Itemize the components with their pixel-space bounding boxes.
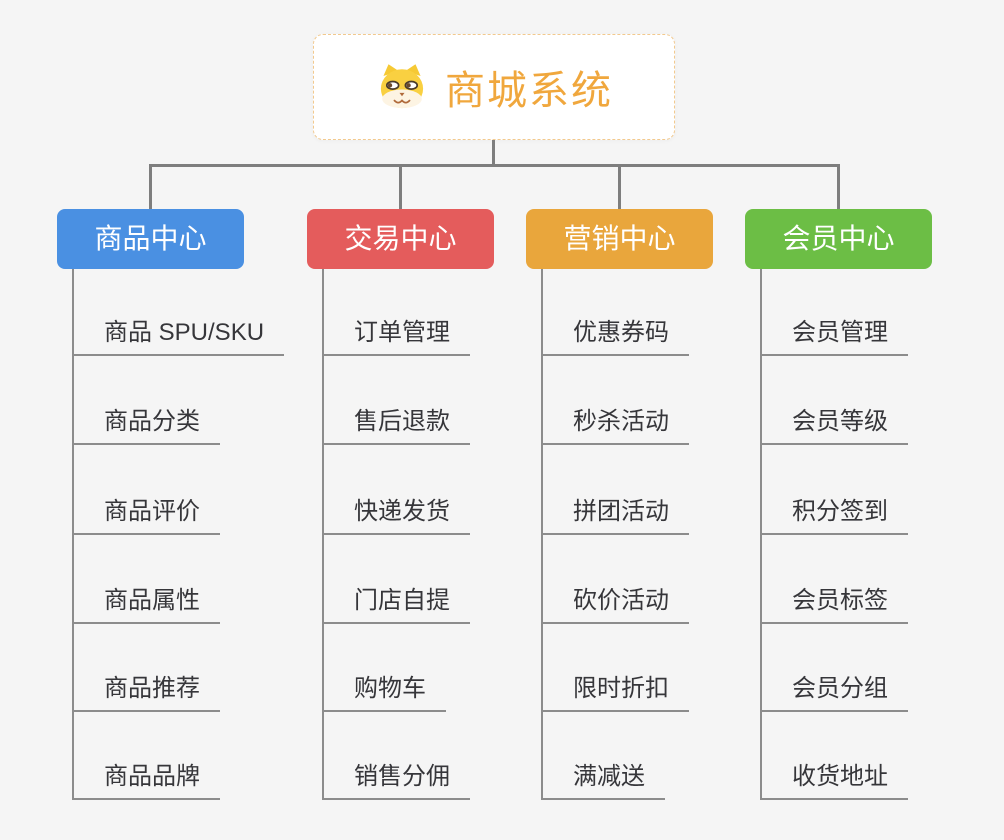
child-node[interactable]: 快递发货 [322, 497, 470, 535]
child-node[interactable]: 会员分组 [760, 674, 908, 712]
branch-node-product-center[interactable]: 商品中心 [57, 209, 244, 269]
child-node[interactable]: 商品 SPU/SKU [72, 318, 285, 356]
child-node[interactable]: 限时折扣 [541, 674, 689, 712]
child-node[interactable]: 商品评价 [72, 497, 220, 535]
root-node-label: 商城系统 [445, 69, 613, 113]
child-node[interactable]: 会员管理 [760, 318, 908, 356]
child-node[interactable]: 砍价活动 [541, 586, 689, 624]
child-node[interactable]: 商品品牌 [72, 762, 220, 800]
child-node[interactable]: 商品属性 [72, 586, 220, 624]
root-node[interactable]: 商城系统 [313, 34, 675, 140]
child-node[interactable]: 优惠券码 [541, 318, 689, 356]
child-node[interactable]: 拼团活动 [541, 497, 689, 535]
child-node[interactable]: 购物车 [322, 674, 446, 712]
child-node[interactable]: 满减送 [541, 762, 665, 800]
branch-children-column-trade: 订单管理 售后退款 快递发货 门店自提 购物车 销售分佣 [322, 269, 582, 814]
branch-children-column-marketing: 优惠券码 秒杀活动 拼团活动 砍价活动 限时折扣 满减送 [541, 269, 801, 814]
child-node[interactable]: 商品推荐 [72, 674, 220, 712]
branch-children-column-member: 会员管理 会员等级 积分签到 会员标签 会员分组 收货地址 [760, 269, 1004, 814]
connector-drop-trade [399, 164, 402, 210]
connector-drop-member [837, 164, 840, 210]
dog-face-icon [375, 63, 429, 111]
child-node[interactable]: 订单管理 [322, 318, 470, 356]
branch-node-marketing-center[interactable]: 营销中心 [526, 209, 713, 269]
child-node[interactable]: 门店自提 [322, 586, 470, 624]
branch-node-member-center[interactable]: 会员中心 [745, 209, 932, 269]
branch-children-column-product: 商品 SPU/SKU 商品分类 商品评价 商品属性 商品推荐 商品品牌 [72, 269, 332, 814]
connector-drop-marketing [618, 164, 621, 210]
child-node[interactable]: 收货地址 [760, 762, 908, 800]
connector-root-stub [492, 140, 495, 166]
child-node[interactable]: 售后退款 [322, 407, 470, 445]
branch-node-trade-center[interactable]: 交易中心 [307, 209, 494, 269]
connector-drop-product [149, 164, 152, 210]
child-node[interactable]: 秒杀活动 [541, 407, 689, 445]
child-node[interactable]: 销售分佣 [322, 762, 470, 800]
child-node[interactable]: 会员标签 [760, 586, 908, 624]
child-node[interactable]: 积分签到 [760, 497, 908, 535]
child-node[interactable]: 商品分类 [72, 407, 220, 445]
connector-horizontal [149, 164, 840, 167]
child-node[interactable]: 会员等级 [760, 407, 908, 445]
